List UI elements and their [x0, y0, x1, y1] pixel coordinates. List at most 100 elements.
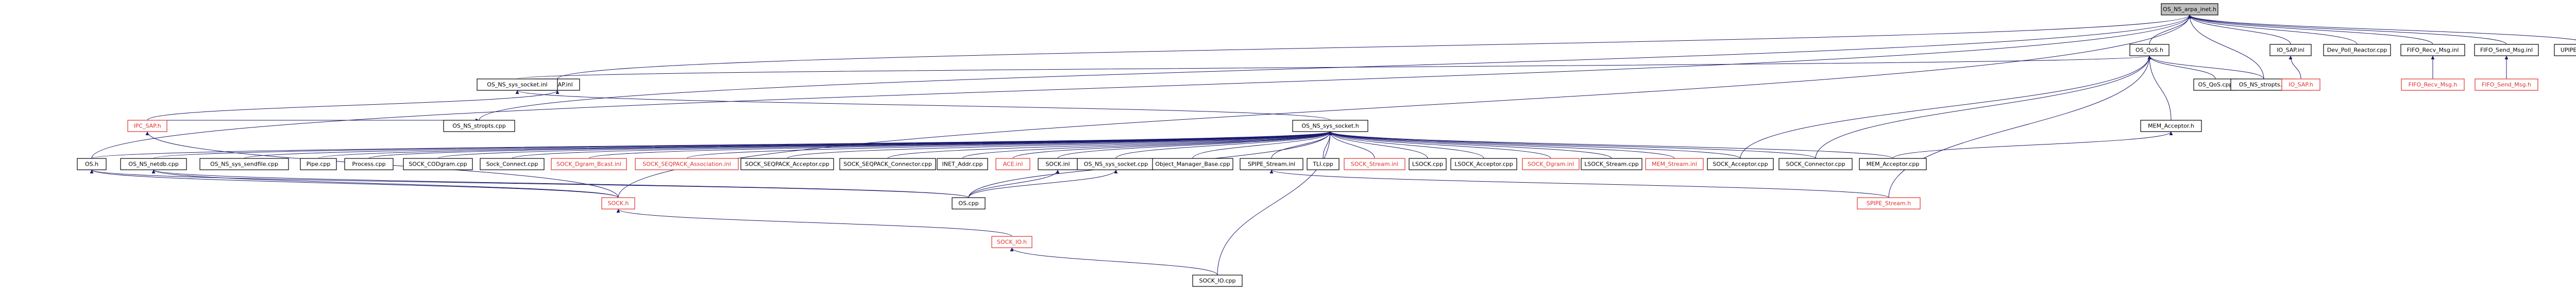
- edge-lsock-cpp-to-os-ns-sys-socket-h: [1328, 131, 1428, 159]
- node-process-cpp[interactable]: Process.cpp: [344, 158, 394, 170]
- node-io-sap-inl[interactable]: IO_SAP.inl: [2269, 44, 2312, 56]
- node-fifo-send-msg-h[interactable]: FIFO_Send_Msg.h: [2475, 78, 2538, 91]
- edge-inet-addr-cpp-to-os-ns-sys-socket-h: [962, 131, 1332, 159]
- node-os-cpp[interactable]: OS.cpp: [952, 197, 986, 210]
- node-upipe-connector-cpp[interactable]: UPIPE_Connector.cpp: [2554, 44, 2576, 56]
- node-os-ns-arpa-inet-h[interactable]: OS_NS_arpa_inet.h: [2161, 3, 2218, 15]
- node-sock-io-cpp[interactable]: SOCK_IO.cpp: [1192, 275, 1243, 287]
- node-spipe-stream-inl[interactable]: SPIPE_Stream.inl: [1240, 158, 1303, 170]
- node-box: [2475, 78, 2538, 91]
- node-sock-h[interactable]: SOCK.h: [601, 197, 635, 210]
- edge-sock-io-cpp-to-sock-io-h: [1010, 247, 1218, 276]
- edge-os-ns-sys-socket-cpp-to-os-ns-sys-socket-h: [1115, 131, 1332, 159]
- node-box: [2140, 120, 2202, 132]
- node-dev-poll-reactor-cpp[interactable]: Dev_Poll_Reactor.cpp: [2323, 44, 2391, 56]
- node-box: [344, 158, 394, 170]
- node-label: OS_QoS.cpp: [2198, 82, 2232, 88]
- edge-lsock-acceptor-cpp-to-os-ns-sys-socket-h: [1328, 131, 1484, 159]
- node-sock-dgram-inl[interactable]: SOCK_Dgram.inl: [1522, 158, 1580, 170]
- edge-sock-acceptor-cpp-to-os-qos-h: [1740, 55, 2151, 159]
- node-ace-inl[interactable]: ACE.inl: [995, 158, 1030, 170]
- node-fifo-recv-msg-inl[interactable]: FIFO_Recv_Msg.inl: [2400, 44, 2465, 56]
- edge-dev-poll-reactor-cpp-to-os-ns-arpa-inet-h: [2188, 14, 2358, 45]
- node-box: [991, 236, 1032, 248]
- node-box: [2269, 44, 2312, 56]
- node-label: OS.cpp: [958, 200, 978, 207]
- node-box: [601, 197, 635, 210]
- node-label: SOCK_SEQPACK_Connector.cpp: [843, 161, 932, 168]
- node-mem-stream-inl[interactable]: MEM_Stream.inl: [1645, 158, 1704, 170]
- edge-tli-cpp-to-os-ns-sys-socket-h: [1323, 131, 1332, 159]
- node-os-h[interactable]: OS.h: [77, 158, 107, 170]
- node-pipe-cpp[interactable]: Pipe.cpp: [300, 158, 337, 170]
- node-sock-inl[interactable]: SOCK.inl: [1038, 158, 1078, 170]
- node-box: [2323, 44, 2391, 56]
- node-os-qos-cpp[interactable]: OS_QoS.cpp: [2193, 78, 2238, 91]
- node-sock-codgram-cpp[interactable]: SOCK_CODgram.cpp: [403, 158, 473, 170]
- node-os-ns-sys-socket-h[interactable]: OS_NS_sys_socket.h: [1292, 120, 1368, 132]
- node-os-qos-h[interactable]: OS_QoS.h: [2129, 44, 2170, 56]
- node-mem-acceptor-cpp[interactable]: MEM_Acceptor.cpp: [1859, 158, 1927, 170]
- node-sock-acceptor-cpp[interactable]: SOCK_Acceptor.cpp: [1707, 158, 1774, 170]
- node-os-ns-sys-socket-inl[interactable]: OS_NS_sys_socket.inl: [477, 78, 558, 91]
- node-label: LSOCK_Stream.cpp: [1584, 161, 1638, 168]
- node-object-manager-base-cpp[interactable]: Object_Manager_Base.cpp: [1152, 158, 1233, 170]
- edge-io-sap-h-to-io-sap-inl: [2289, 55, 2301, 79]
- node-box: [1307, 158, 1340, 170]
- node-fifo-send-msg-inl[interactable]: FIFO_Send_Msg.inl: [2474, 44, 2539, 56]
- node-lsock-stream-cpp[interactable]: LSOCK_Stream.cpp: [1581, 158, 1642, 170]
- node-label: SOCK_SEQPACK_Acceptor.cpp: [745, 161, 829, 168]
- node-box: [2554, 44, 2576, 56]
- node-box: [1581, 158, 1642, 170]
- node-lsock-acceptor-cpp[interactable]: LSOCK_Acceptor.cpp: [1450, 158, 1517, 170]
- node-sock-io-h[interactable]: SOCK_IO.h: [991, 236, 1032, 248]
- node-ipc-sap-h[interactable]: IPC_SAP.h: [127, 120, 167, 132]
- node-label: SOCK_CODgram.cpp: [409, 161, 467, 168]
- node-sock-connect-cpp[interactable]: Sock_Connect.cpp: [480, 158, 545, 170]
- node-box: [1450, 158, 1517, 170]
- node-spipe-stream-h[interactable]: SPIPE_Stream.h: [1857, 197, 1921, 210]
- edge-mem-acceptor-cpp-to-os-ns-sys-socket-h: [1328, 131, 1893, 159]
- edge-os-ns-stropts-inl-to-os-ns-arpa-inet-h: [2188, 14, 2264, 79]
- dependency-edges: [90, 14, 2576, 276]
- node-os-ns-stropts-inl[interactable]: OS_NS_stropts.inl: [2230, 78, 2297, 91]
- node-sock-stream-inl[interactable]: SOCK_Stream.inl: [1344, 158, 1405, 170]
- node-label: FIFO_Send_Msg.h: [2482, 82, 2531, 88]
- edge-lsock-stream-cpp-to-os-ns-sys-socket-h: [1328, 131, 1612, 159]
- node-box: [1778, 158, 1853, 170]
- node-label: Dev_Poll_Reactor.cpp: [2327, 47, 2387, 54]
- node-sock-dgram-bcast-inl[interactable]: SOCK_Dgram_Bcast.inl: [551, 158, 627, 170]
- node-os-ns-sys-socket-cpp[interactable]: OS_NS_sys_socket.cpp: [1077, 158, 1155, 170]
- node-io-sap-h[interactable]: IO_SAP.h: [2281, 78, 2320, 91]
- edge-sock-connector-cpp-to-os-qos-h: [1815, 55, 2151, 159]
- node-box: [300, 158, 337, 170]
- node-sock-seqpack-connector-cpp[interactable]: SOCK_SEQPACK_Connector.cpp: [839, 158, 936, 170]
- node-label: Sock_Connect.cpp: [486, 161, 538, 168]
- edge-os-cpp-to-os-ns-sys-socket-cpp: [968, 169, 1118, 198]
- edge-spipe-stream-h-to-spipe-stream-inl: [1269, 169, 1889, 198]
- node-os-ns-stropts-cpp[interactable]: OS_NS_stropts.cpp: [443, 120, 515, 132]
- edge-os-qos-cpp-to-os-qos-h: [2147, 55, 2216, 79]
- node-inet-addr-cpp[interactable]: INET_Addr.cpp: [937, 158, 988, 170]
- edge-mem-stream-inl-to-os-ns-sys-socket-h: [1328, 131, 1675, 159]
- node-sock-seqpack-association-inl[interactable]: SOCK_SEQPACK_Association.inl: [635, 158, 739, 170]
- node-box: [839, 158, 936, 170]
- node-os-ns-sys-sendfile-cpp[interactable]: OS_NS_sys_sendfile.cpp: [199, 158, 289, 170]
- node-mem-acceptor-h[interactable]: MEM_Acceptor.h: [2140, 120, 2202, 132]
- edge-sock-h-to-os-ns-netdb-cpp: [151, 169, 619, 198]
- edge-io-sap-inl-to-os-ns-arpa-inet-h: [2188, 14, 2291, 45]
- node-sock-seqpack-acceptor-cpp[interactable]: SOCK_SEQPACK_Acceptor.cpp: [740, 158, 834, 170]
- node-label: SOCK.h: [607, 200, 629, 207]
- node-fifo-recv-msg-h[interactable]: FIFO_Recv_Msg.h: [2401, 78, 2465, 91]
- node-os-ns-netdb-cpp[interactable]: OS_NS_netdb.cpp: [120, 158, 187, 170]
- node-label: OS_NS_stropts.cpp: [452, 123, 505, 130]
- node-box: [1857, 197, 1921, 210]
- node-lsock-cpp[interactable]: LSOCK.cpp: [1409, 158, 1447, 170]
- node-box: [937, 158, 988, 170]
- node-sock-connector-cpp[interactable]: SOCK_Connector.cpp: [1778, 158, 1853, 170]
- node-tli-cpp[interactable]: TLI.cpp: [1307, 158, 1340, 170]
- edge-sock-connect-cpp-to-os-ns-sys-socket-h: [512, 131, 1332, 159]
- node-label: SOCK_SEQPACK_Association.inl: [642, 161, 731, 168]
- edge-ipc-sap-inl-to-os-ns-arpa-inet-h: [557, 14, 2192, 79]
